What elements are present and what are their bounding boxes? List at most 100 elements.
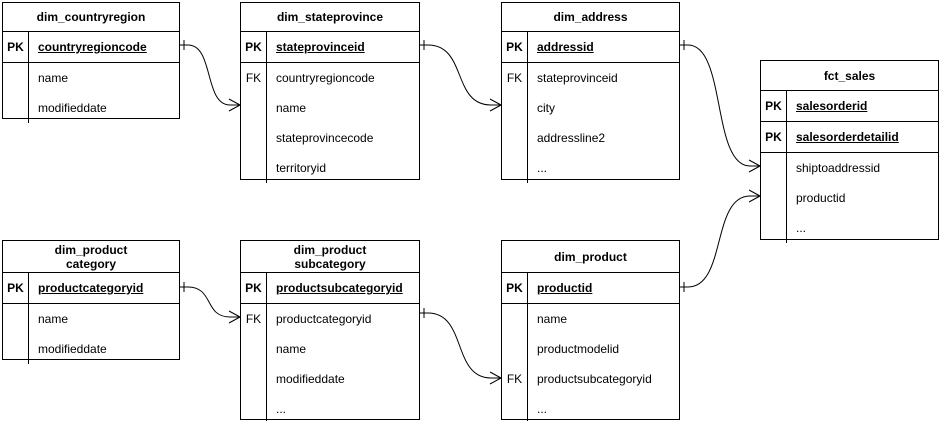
relationship-curve	[187, 44, 231, 106]
field-column: salesorderid	[787, 91, 938, 121]
attribute-productcategoryid[interactable]: productcategoryid	[38, 281, 144, 295]
attribute-modifieddate[interactable]: modifieddate	[276, 372, 345, 386]
entity-title-dim_productsubcategory: dim_product subcategory	[241, 241, 419, 273]
attribute-name[interactable]: name	[276, 342, 307, 356]
key-badge-pk: PK	[506, 40, 523, 54]
key-badge-fk: FK	[245, 312, 262, 326]
key-column: PK	[502, 32, 528, 62]
attribute-productid[interactable]: productid	[537, 281, 593, 295]
cardinality-many-prong-top	[228, 98, 241, 106]
attribute-salesorderid[interactable]: salesorderid	[796, 99, 868, 113]
attribute-productcategoryid[interactable]: productcategoryid	[276, 312, 372, 326]
key-column: FK	[241, 304, 267, 421]
key-badge-empty	[761, 183, 786, 213]
key-badge-pk: PK	[245, 40, 262, 54]
field-column: countryregioncode	[29, 32, 179, 62]
attribute-territoryid[interactable]: territoryid	[276, 161, 327, 175]
field-column: stateprovinceid	[267, 32, 419, 62]
entity-title-dim_address: dim_address	[502, 3, 679, 32]
attribute-name[interactable]: name	[38, 312, 69, 326]
key-badge-empty	[3, 334, 28, 364]
cardinality-many-prong-top	[748, 189, 761, 197]
key-badge-fk: FK	[506, 372, 523, 386]
attribute-stateprovinceid[interactable]: stateprovinceid	[276, 40, 365, 54]
attribute-countryregioncode[interactable]: countryregioncode	[276, 71, 375, 85]
key-column: FK	[502, 63, 528, 183]
attribute-group: name modifieddate	[3, 62, 179, 123]
key-column: PK	[761, 91, 787, 121]
cardinality-many-prong-top	[489, 98, 502, 106]
key-column: PK	[3, 273, 29, 303]
field-column: productcategoryid	[29, 273, 179, 303]
attribute-productmodelid[interactable]: productmodelid	[537, 342, 620, 356]
attribute-city[interactable]: city	[537, 101, 555, 115]
attribute-name[interactable]: name	[276, 101, 307, 115]
cardinality-many-prong-bottom	[748, 165, 761, 173]
key-badge-empty	[241, 93, 266, 123]
cardinality-many-prong-bottom	[748, 195, 761, 203]
entity-title-dim_stateprovince: dim_stateprovince	[241, 3, 419, 32]
cardinality-many-prong-top	[748, 159, 761, 167]
attribute-addressid[interactable]: addressid	[537, 40, 594, 54]
relationship-address-to-sales	[680, 40, 761, 173]
key-badge-pk: PK	[7, 281, 24, 295]
key-badge-pk: PK	[245, 281, 262, 295]
key-column: FK	[502, 304, 528, 421]
cardinality-many-prong-top	[489, 371, 502, 379]
relationship-curve	[687, 195, 751, 288]
attribute-group: PK addressid	[502, 32, 679, 62]
attribute-ellipsis[interactable]: ...	[537, 402, 548, 416]
attribute-productsubcategoryid[interactable]: productsubcategoryid	[537, 372, 652, 386]
key-badge-pk: PK	[7, 40, 24, 54]
relationship-curve	[187, 286, 231, 318]
attribute-ellipsis[interactable]: ...	[796, 221, 807, 235]
attribute-productid[interactable]: productid	[796, 191, 846, 205]
key-badge-empty	[761, 153, 786, 183]
key-badge-empty	[3, 93, 28, 123]
attribute-modifieddate[interactable]: modifieddate	[38, 342, 107, 356]
attribute-modifieddate[interactable]: modifieddate	[38, 101, 107, 115]
attribute-group: FK countryregioncode name stateprovincecode…	[241, 62, 419, 183]
key-badge-empty	[241, 153, 266, 183]
key-badge-pk: PK	[506, 281, 523, 295]
attribute-addressline2[interactable]: addressline2	[537, 131, 606, 145]
attribute-shiptoaddressid[interactable]: shiptoaddressid	[796, 161, 881, 175]
attribute-group: FK productcategoryid name modifieddate...	[241, 303, 419, 421]
key-badge-empty	[3, 63, 28, 93]
attribute-name[interactable]: name	[38, 71, 69, 85]
key-badge-empty	[502, 153, 527, 183]
entity-title-dim_product: dim_product	[502, 241, 679, 273]
field-column: name modifieddate	[29, 63, 179, 123]
field-column: salesorderdetailid	[787, 122, 938, 152]
cardinality-many-prong-bottom	[489, 377, 502, 385]
attribute-stateprovinceid[interactable]: stateprovinceid	[537, 71, 618, 85]
attribute-stateprovincecode[interactable]: stateprovincecode	[276, 131, 374, 145]
attribute-ellipsis[interactable]: ...	[537, 161, 548, 175]
attribute-salesorderdetailid[interactable]: salesorderdetailid	[796, 130, 899, 144]
key-badge-empty	[241, 334, 266, 364]
cardinality-many-prong-bottom	[228, 316, 241, 324]
key-column: FK	[241, 63, 267, 183]
relationship-productsubcategory-to-product	[420, 308, 502, 385]
relationship-countryregion-to-stateprovince	[180, 40, 241, 112]
attribute-name[interactable]: name	[537, 312, 568, 326]
field-column: name modifieddate	[29, 304, 179, 364]
relationship-curve	[427, 44, 492, 106]
attribute-countryregioncode[interactable]: countryregioncode	[38, 40, 147, 54]
cardinality-many-prong-bottom	[489, 104, 502, 112]
attribute-group: PK salesorderid	[761, 91, 938, 121]
field-column: productcategoryid name modifieddate...	[267, 304, 419, 421]
field-column: stateprovinceid city addressline2...	[528, 63, 679, 183]
attribute-group: FK stateprovinceid city addressline2...	[502, 62, 679, 183]
attribute-ellipsis[interactable]: ...	[276, 402, 287, 416]
attribute-group: name modifieddate	[3, 303, 179, 364]
attribute-productsubcategoryid[interactable]: productsubcategoryid	[276, 281, 403, 295]
